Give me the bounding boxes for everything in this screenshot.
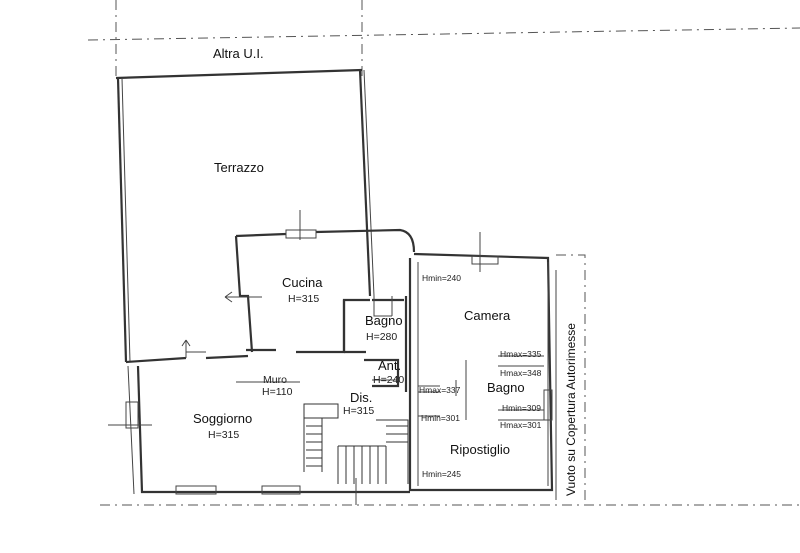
void-label: Vuoto su Copertura Autorimesse: [564, 323, 578, 496]
hmax-337-label: Hmax=337: [419, 385, 461, 395]
kitchen-label: Cucina: [282, 275, 323, 290]
hmax-335-label: Hmax=335: [500, 349, 542, 359]
bath2-label: Bagno: [487, 380, 525, 395]
living-height: H=315: [208, 429, 239, 441]
bath1-label: Bagno: [365, 313, 403, 328]
staircase: [303, 403, 409, 505]
right-block-walls: [408, 232, 557, 500]
building-walls: [108, 351, 410, 495]
living-label: Soggiorno: [193, 411, 252, 426]
hmax-301-label: Hmax=301: [500, 420, 542, 430]
kitchen-height: H=315: [288, 293, 319, 305]
bath-ante-walls: [342, 296, 408, 392]
bedroom-label: Camera: [464, 308, 511, 323]
hmin-301-label: Hmin=301: [421, 413, 460, 423]
hmin-309-label: Hmin=309: [502, 403, 541, 413]
other-unit-label: Altra U.I.: [213, 46, 264, 61]
bath1-height: H=280: [366, 331, 397, 343]
storage-label: Ripostiglio: [450, 442, 510, 457]
wall-height: H=110: [262, 386, 293, 398]
hmin-245-label: Hmin=245: [422, 469, 461, 479]
arrow-icon: [181, 291, 262, 358]
terrace-outline: [115, 68, 375, 363]
kitchen-walls: [234, 210, 416, 354]
wall-label: Muro: [263, 374, 287, 386]
property-boundary: [87, 0, 800, 506]
anteroom-height: H=240: [373, 374, 404, 386]
hmin-240-label: Hmin=240: [422, 273, 461, 283]
hmax-348-label: Hmax=348: [500, 368, 542, 378]
terrace-label: Terrazzo: [214, 160, 264, 175]
anteroom-label: Ant.: [378, 358, 401, 373]
hall-height: H=315: [343, 405, 374, 417]
hall-label: Dis.: [350, 390, 372, 405]
